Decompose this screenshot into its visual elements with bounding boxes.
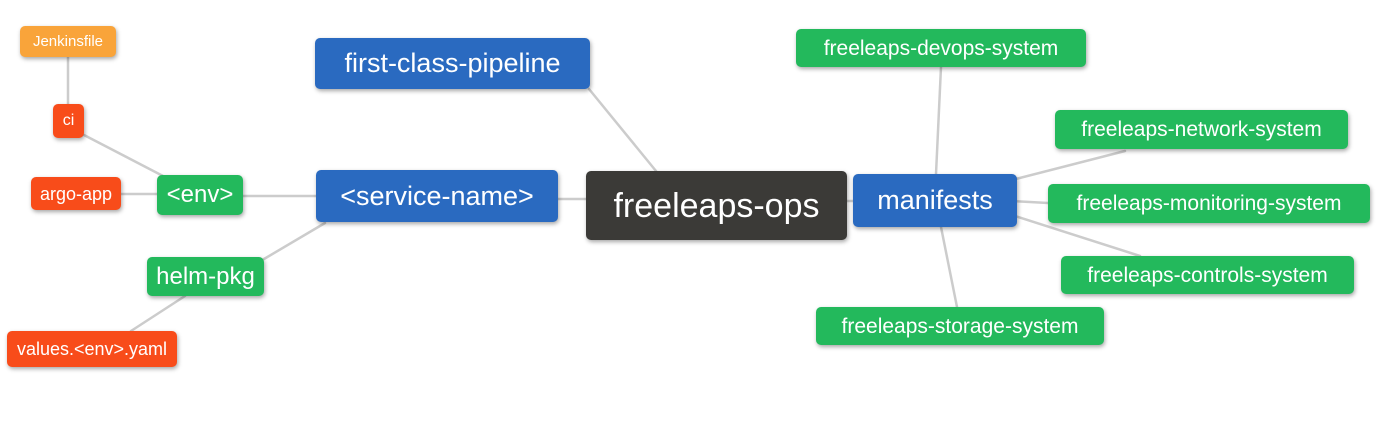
mindmap-node-argo-app[interactable]: argo-app: [31, 177, 121, 210]
edge-helm-pkg-to-values-env-yaml: [129, 294, 187, 333]
mindmap-node-env[interactable]: <env>: [157, 175, 243, 215]
edge-ci-to-env: [82, 133, 165, 178]
edge-manifests-to-freeleaps-monitoring-system: [1010, 199, 1050, 205]
mindmap-node-manifests[interactable]: manifests: [853, 174, 1017, 227]
mindmap-node-jenkinsfile[interactable]: Jenkinsfile: [20, 26, 116, 57]
edge-first-class-pipeline-to-freeleaps-ops: [587, 87, 658, 173]
mindmap-node-values-env-yaml[interactable]: values.<env>.yaml: [7, 331, 177, 367]
edge-manifests-to-freeleaps-storage-system: [939, 225, 959, 309]
mindmap-node-first-class-pipeline[interactable]: first-class-pipeline: [315, 38, 590, 89]
mindmap-node-freeleaps-monitoring-system[interactable]: freeleaps-monitoring-system: [1048, 184, 1370, 223]
mindmap-node-freeleaps-devops-system[interactable]: freeleaps-devops-system: [796, 29, 1086, 67]
mindmap-node-freeleaps-storage-system[interactable]: freeleaps-storage-system: [816, 307, 1104, 345]
mindmap-node-ci[interactable]: ci: [53, 104, 84, 138]
mindmap-node-freeleaps-network-system[interactable]: freeleaps-network-system: [1055, 110, 1348, 149]
edge-manifests-to-freeleaps-network-system: [1010, 149, 1127, 182]
mindmap-node-helm-pkg[interactable]: helm-pkg: [147, 257, 264, 296]
mindmap-node-service-name[interactable]: <service-name>: [316, 170, 558, 222]
edge-helm-pkg-to-service-name: [262, 221, 327, 261]
mindmap-node-freeleaps-controls-system[interactable]: freeleaps-controls-system: [1061, 256, 1354, 294]
mindmap-node-freeleaps-ops[interactable]: freeleaps-ops: [586, 171, 847, 240]
edge-manifests-to-freeleaps-devops-system: [934, 65, 943, 176]
